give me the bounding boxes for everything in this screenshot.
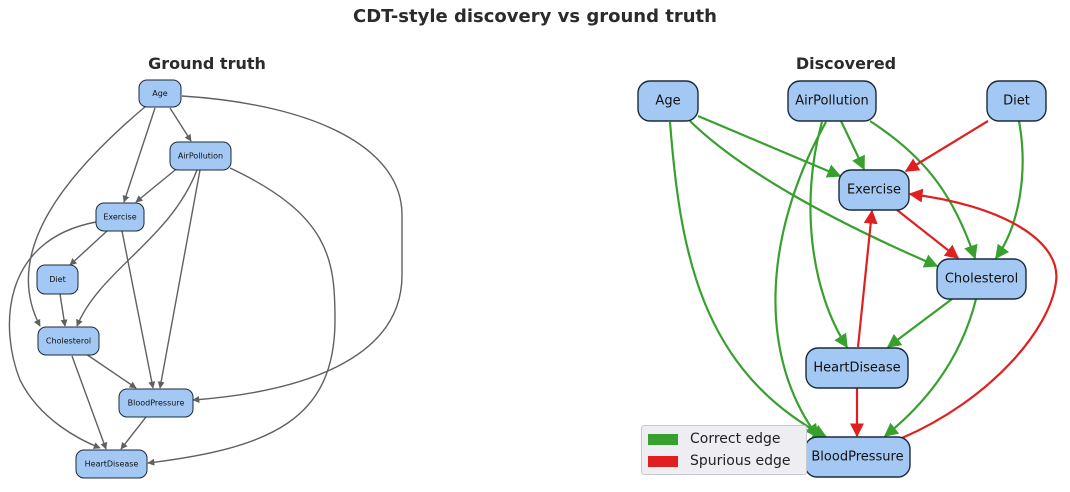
gt-node-exercise-label: Exercise [103, 213, 136, 222]
disc-node-airpollution-label: AirPollution [795, 94, 869, 109]
disc-node-heartdisease-label: HeartDisease [813, 361, 900, 376]
disc-edge-age-exercise [697, 114, 842, 178]
disc-edge-air-exercise [840, 120, 865, 171]
disc-edge-bp-exercise [901, 188, 1058, 440]
gt-node-age: Age [138, 79, 182, 108]
discovered-correct-edges [668, 114, 1024, 439]
gt-edge-air-hd [147, 167, 336, 466]
disc-node-cholesterol: Cholesterol [936, 258, 1027, 300]
disc-edge-air-hd [809, 121, 848, 349]
gt-node-diet-label: Diet [49, 275, 65, 284]
disc-node-age-label: Age [655, 94, 680, 109]
gt-node-bloodpressure: BloodPressure [118, 388, 194, 418]
ground-truth-title: Ground truth [148, 54, 266, 73]
gt-edge-age-exercise [122, 107, 156, 203]
legend-item-spurious: Spurious edge [648, 452, 790, 470]
disc-node-exercise-label: Exercise [847, 183, 901, 198]
gt-edge-air-exercise [135, 165, 181, 203]
gt-edge-exercise-bp [121, 230, 156, 389]
legend: Correct edge Spurious edge [641, 425, 807, 475]
disc-edge-air-bp [774, 121, 827, 439]
gt-edge-chol-bp [85, 353, 137, 389]
gt-edge-age-bp [181, 95, 403, 404]
gt-node-bloodpressure-label: BloodPressure [128, 399, 185, 408]
gt-edge-exercise-diet [69, 230, 108, 266]
disc-edge-hd-exercise [856, 209, 878, 348]
legend-item-correct: Correct edge [648, 430, 781, 448]
gt-edge-chol-hd [71, 355, 108, 450]
disc-edge-age-chol [689, 120, 939, 268]
disc-edge-diet-exercise [904, 120, 989, 172]
gt-node-exercise: Exercise [95, 202, 145, 232]
disc-node-exercise: Exercise [838, 169, 910, 211]
gt-edge-age-chol [27, 105, 147, 327]
ground-truth-edges [8, 95, 403, 466]
discovered-title: Discovered [795, 54, 897, 73]
gt-edge-air-bp [157, 169, 201, 389]
gt-node-airpollution: AirPollution [169, 141, 232, 171]
gt-edge-exercise-hd [8, 221, 101, 449]
figure-title: CDT-style discovery vs ground truth [353, 6, 717, 27]
gt-node-cholesterol-label: Cholesterol [46, 337, 91, 346]
legend-swatch-correct [648, 433, 678, 445]
gt-edge-air-chol [76, 169, 198, 327]
disc-node-airpollution: AirPollution [787, 80, 877, 122]
disc-node-diet: Diet [986, 80, 1047, 122]
disc-node-bloodpressure-label: BloodPressure [811, 450, 903, 465]
disc-edge-exercise-chol [896, 209, 960, 259]
disc-edge-chol-bp [883, 298, 978, 437]
disc-node-diet-label: Diet [1003, 94, 1030, 109]
legend-label-correct: Correct edge [690, 431, 781, 447]
disc-node-bloodpressure: BloodPressure [804, 436, 911, 478]
disc-edge-chol-hd [886, 298, 953, 348]
gt-node-cholesterol: Cholesterol [37, 326, 100, 356]
disc-edge-diet-chol [995, 120, 1024, 260]
disc-node-cholesterol-label: Cholesterol [945, 272, 1018, 287]
gt-edge-age-air [169, 107, 192, 142]
disc-node-age: Age [637, 80, 699, 122]
gt-node-airpollution-label: AirPollution [178, 152, 223, 161]
legend-label-spurious: Spurious edge [690, 453, 791, 469]
gt-node-heartdisease-label: HeartDisease [85, 460, 139, 469]
gt-edge-diet-chol [59, 293, 68, 327]
disc-edge-age-bp [668, 121, 828, 438]
disc-edge-air-chol [869, 120, 978, 260]
discovered-spurious-edges [850, 120, 1058, 440]
gt-node-diet: Diet [36, 264, 79, 295]
gt-node-heartdisease: HeartDisease [75, 449, 148, 479]
gt-edge-bp-hd [120, 416, 147, 450]
disc-node-heartdisease: HeartDisease [805, 347, 909, 389]
gt-node-age-label: Age [152, 89, 168, 98]
legend-swatch-spurious [648, 455, 678, 467]
